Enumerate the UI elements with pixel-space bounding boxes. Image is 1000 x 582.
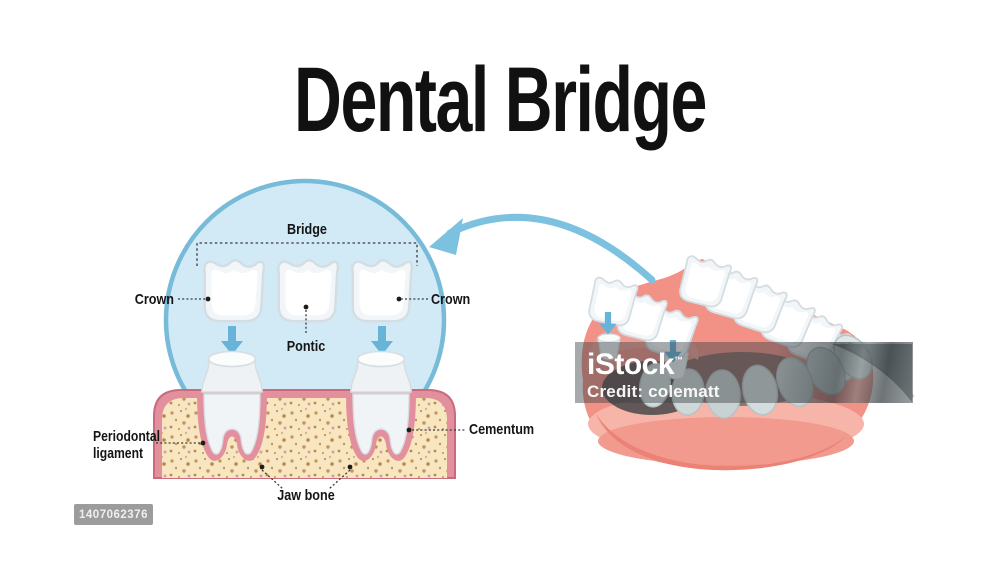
periodontal-ligament-right bbox=[346, 392, 416, 461]
label-pontic: Pontic bbox=[286, 338, 326, 355]
image-id-badge: 1407062376 bbox=[74, 504, 153, 525]
istock-watermark-bar: iStock™ Credit: colematt bbox=[575, 342, 913, 403]
lower-leader-dots bbox=[200, 427, 412, 470]
trademark-symbol: ™ bbox=[674, 355, 683, 365]
bridge-crowns bbox=[203, 259, 414, 323]
label-crown-right: Crown bbox=[431, 291, 471, 308]
bridge-bracket-line bbox=[196, 242, 418, 266]
jaw-bone-cross-section bbox=[153, 350, 466, 490]
page-title: Dental Bridge bbox=[294, 49, 707, 151]
lower-leader-lines bbox=[156, 429, 466, 490]
istock-logo: iStock™ bbox=[587, 348, 683, 381]
leader-dots bbox=[205, 296, 402, 310]
label-bridge: Bridge bbox=[287, 221, 327, 238]
watermark-streak-shapes bbox=[832, 341, 915, 402]
watermark-text: iStock™ Credit: colematt bbox=[587, 343, 720, 402]
lower-jaw-illustration bbox=[581, 253, 915, 471]
magnify-arrow bbox=[429, 213, 656, 284]
label-jaw-bone: Jaw bone bbox=[277, 487, 335, 504]
periodontal-ligament-left bbox=[197, 392, 267, 461]
watermark-streaks bbox=[777, 342, 913, 403]
abutment-tooth-left bbox=[201, 350, 263, 393]
front-teeth-row bbox=[638, 334, 873, 419]
leader-lines bbox=[178, 298, 428, 335]
prepared-stump-left bbox=[597, 333, 621, 361]
label-periodontal-ligament: Periodontal ligament bbox=[93, 429, 161, 462]
watermark-credit: Credit: colematt bbox=[587, 382, 720, 401]
label-cementum: Cementum bbox=[469, 421, 535, 438]
label-crown-left: Crown bbox=[134, 291, 174, 308]
abutment-tooth-right bbox=[350, 350, 412, 393]
